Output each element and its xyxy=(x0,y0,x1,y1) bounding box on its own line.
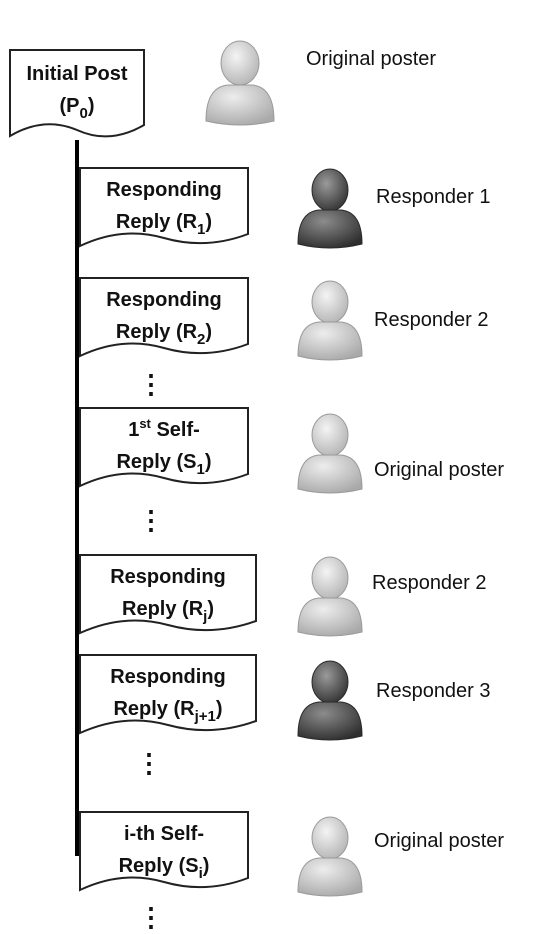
ellipsis: ⋮ xyxy=(138,505,164,535)
reply-line2: Reply (Rj) xyxy=(122,598,214,625)
reply-line1: 1st Self- xyxy=(128,416,200,441)
user-avatar-icon xyxy=(297,280,363,361)
person-label: Responder 2 xyxy=(374,309,489,331)
user-avatar-icon xyxy=(297,413,363,494)
reply-item: 1st Self- Reply (S1) Original poster xyxy=(79,407,504,494)
initial-post-box xyxy=(9,49,145,138)
reply-box xyxy=(79,654,257,735)
person-label: Responder 3 xyxy=(376,680,491,702)
initial-post-line1: Initial Post xyxy=(26,63,127,85)
person-label: Responder 1 xyxy=(376,186,491,208)
reply-item: i-th Self- Reply (Si) Original poster xyxy=(79,811,504,897)
ellipsis: ⋮ xyxy=(138,369,164,399)
reply-line1: i-th Self- xyxy=(124,823,204,845)
person-label: Responder 2 xyxy=(372,572,487,594)
reply-box xyxy=(79,277,249,358)
reply-line1: Responding xyxy=(106,179,222,201)
user-avatar-icon xyxy=(297,168,363,249)
reply-line2: Reply (R2) xyxy=(116,321,212,348)
reply-line1: Responding xyxy=(106,289,222,311)
reply-line1: Responding xyxy=(110,566,226,588)
reply-line2: Reply (Si) xyxy=(119,855,210,882)
person-label: Original poster xyxy=(374,830,504,852)
user-avatar-icon xyxy=(297,556,363,637)
reply-box xyxy=(79,811,249,892)
reply-line2: Reply (S1) xyxy=(116,451,211,478)
reply-line2: Reply (R1) xyxy=(116,211,212,238)
user-avatar-icon xyxy=(205,40,275,126)
reply-box xyxy=(79,167,249,248)
person-label: Original poster xyxy=(374,459,504,481)
ellipsis: ⋮ xyxy=(138,902,164,932)
user-avatar-icon xyxy=(297,816,363,897)
reply-line2: Reply (Rj+1) xyxy=(113,698,222,725)
initial-post: Initial Post (P0) Original poster xyxy=(9,40,436,138)
reply-box xyxy=(79,407,249,488)
reply-line1: Responding xyxy=(110,666,226,688)
user-avatar-icon xyxy=(297,660,363,741)
person-label: Original poster xyxy=(306,48,436,70)
ellipsis: ⋮ xyxy=(136,748,162,778)
reply-box xyxy=(79,554,257,635)
initial-post-line2: (P0) xyxy=(59,95,94,122)
